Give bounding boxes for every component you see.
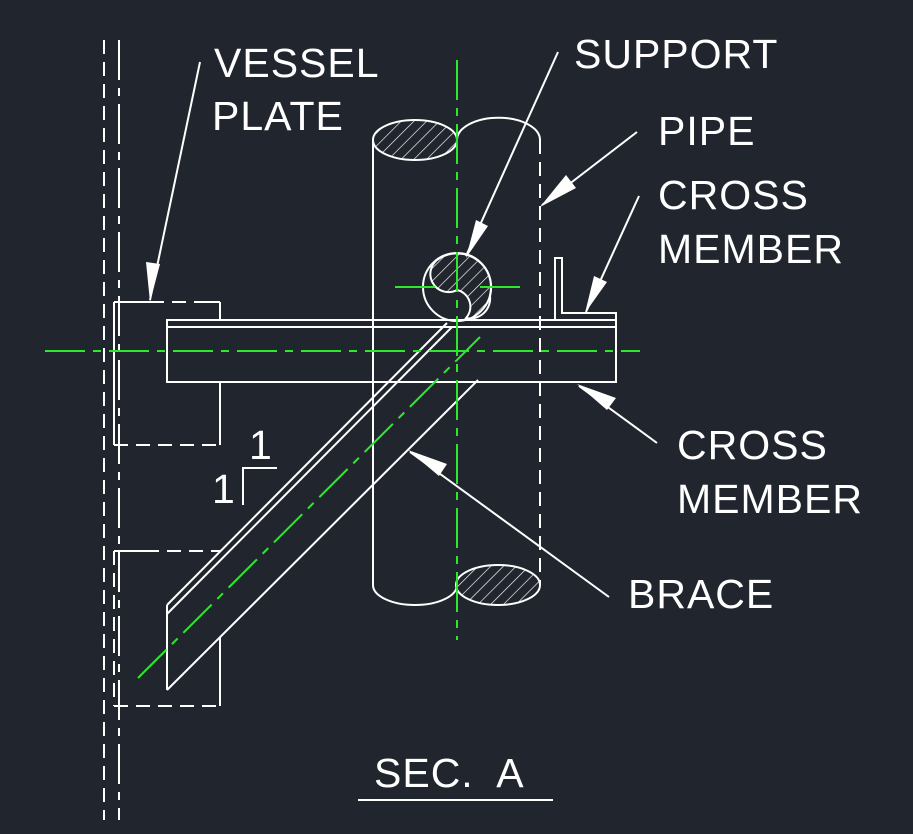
slope-run-label: 1 <box>212 466 236 512</box>
label-cross-member-bottom-line1: CROSS <box>677 422 828 468</box>
label-vessel-plate-line2: PLATE <box>212 93 344 139</box>
label-cross-member-top-line2: MEMBER <box>658 226 844 272</box>
label-vessel-plate-line1: VESSEL <box>214 40 380 86</box>
vessel-plate-upper <box>113 301 221 446</box>
vessel-wall <box>103 40 120 820</box>
pipe <box>372 116 541 606</box>
brace <box>166 322 479 691</box>
cross-member <box>166 257 617 383</box>
centerlines <box>45 60 640 679</box>
leader-lines <box>146 51 658 801</box>
vessel-plate-lower <box>113 550 221 707</box>
section-title: SEC. A <box>374 750 525 796</box>
slope-rise-label: 1 <box>249 422 273 468</box>
label-pipe: PIPE <box>658 108 756 154</box>
label-cross-member-top-line1: CROSS <box>658 172 809 218</box>
label-brace: BRACE <box>628 571 775 617</box>
label-cross-member-bottom-line2: MEMBER <box>677 476 863 522</box>
slope-symbol <box>242 467 277 505</box>
label-support: SUPPORT <box>574 31 779 77</box>
